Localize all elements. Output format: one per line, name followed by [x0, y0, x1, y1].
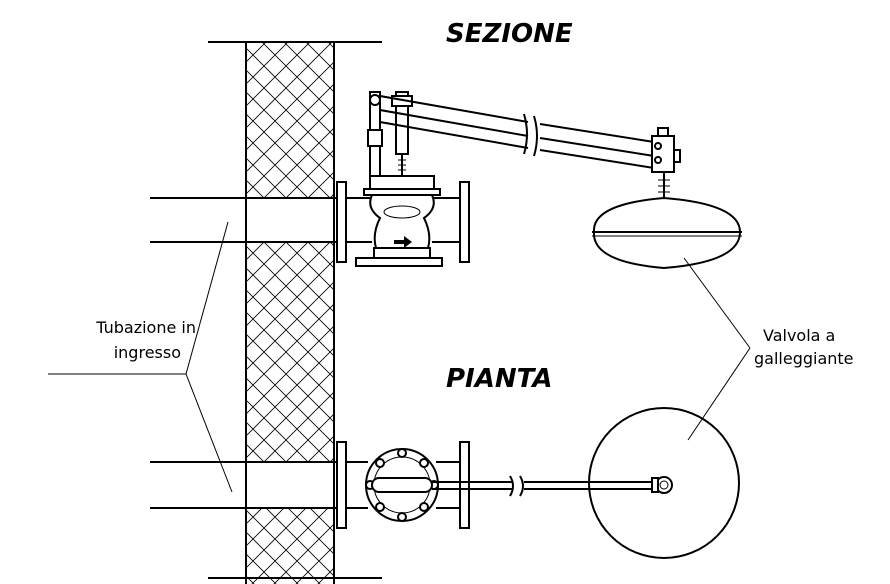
section-inlet-pipe — [150, 197, 345, 243]
pipe-label-line2: ingresso — [114, 343, 181, 362]
flow-arrow-icon — [394, 236, 412, 248]
plan-inlet-pipe — [150, 461, 345, 509]
section-title: SEZIONE — [446, 19, 573, 49]
pipe-label-line1: Tubazione in — [95, 318, 196, 337]
valve-leader-lines — [683, 257, 751, 441]
section-valve — [336, 175, 470, 267]
valve-label-line1: Valvola a — [763, 326, 835, 345]
valve-label-line2: galleggiante — [754, 349, 854, 368]
plan-float — [588, 407, 740, 559]
section-lever-mechanism — [367, 91, 681, 198]
pipe-leader-lines — [48, 221, 233, 493]
plan-lever-rod — [371, 475, 673, 497]
plan-title: PIANTA — [446, 364, 552, 394]
section-float — [592, 196, 742, 270]
